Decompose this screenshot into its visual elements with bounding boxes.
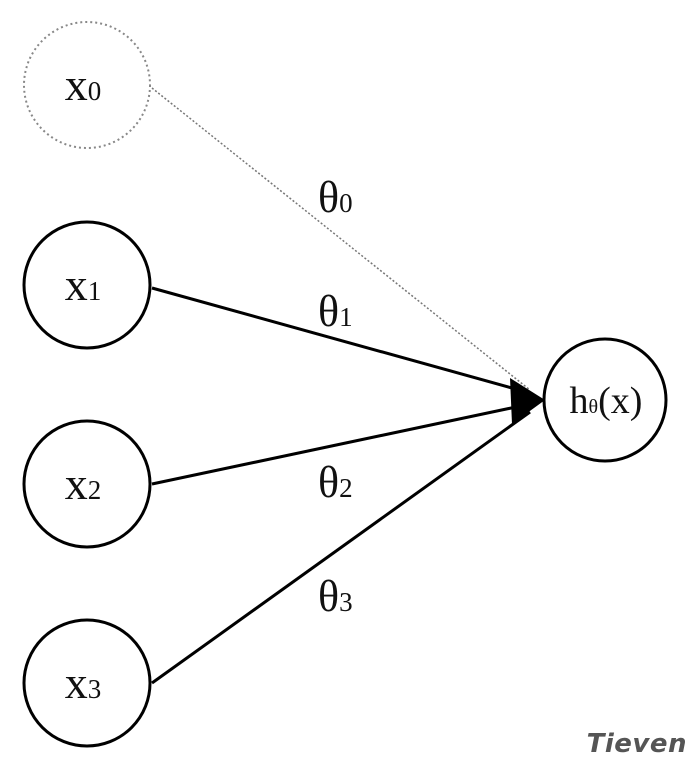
input-node-x3: x3 bbox=[22, 618, 152, 748]
edge-x2-to-output bbox=[151, 402, 531, 486]
input-label-sub: 3 bbox=[88, 674, 102, 704]
input-node-x2: x2 bbox=[22, 419, 152, 549]
svg-text:x1: x1 bbox=[65, 259, 102, 310]
weight-label-theta3: θ3 bbox=[318, 572, 353, 621]
svg-text:x0: x0 bbox=[65, 59, 102, 110]
input-label-sub: 2 bbox=[88, 475, 102, 505]
svg-text:hθ(x): hθ(x) bbox=[570, 380, 643, 422]
input-label-main: x bbox=[65, 458, 88, 509]
svg-text:x2: x2 bbox=[65, 458, 102, 509]
svg-text:x3: x3 bbox=[65, 657, 102, 708]
edge-x3-to-output bbox=[151, 410, 531, 685]
edge-x1-to-output bbox=[151, 286, 531, 395]
output-label-main: h bbox=[570, 380, 589, 422]
input-node-x0: x0 bbox=[23, 21, 151, 149]
edge-x0-to-output bbox=[151, 87, 531, 391]
watermark: Tieven bbox=[586, 729, 687, 759]
output-label-arg: (x) bbox=[598, 380, 642, 422]
weight-label-theta0: θ0 bbox=[318, 173, 353, 222]
input-label-sub: 0 bbox=[88, 76, 102, 106]
arrowhead-icon bbox=[510, 378, 545, 424]
output-node: hθ(x) bbox=[542, 337, 668, 463]
input-label-main: x bbox=[65, 657, 88, 708]
weight-label-theta1: θ1 bbox=[318, 287, 353, 336]
input-node-x1: x1 bbox=[22, 220, 152, 350]
weight-label-theta2: θ2 bbox=[318, 458, 353, 507]
input-label-sub: 1 bbox=[88, 276, 102, 306]
output-label-sub: θ bbox=[589, 396, 599, 418]
input-label-main: x bbox=[65, 59, 88, 110]
input-label-main: x bbox=[65, 259, 88, 310]
